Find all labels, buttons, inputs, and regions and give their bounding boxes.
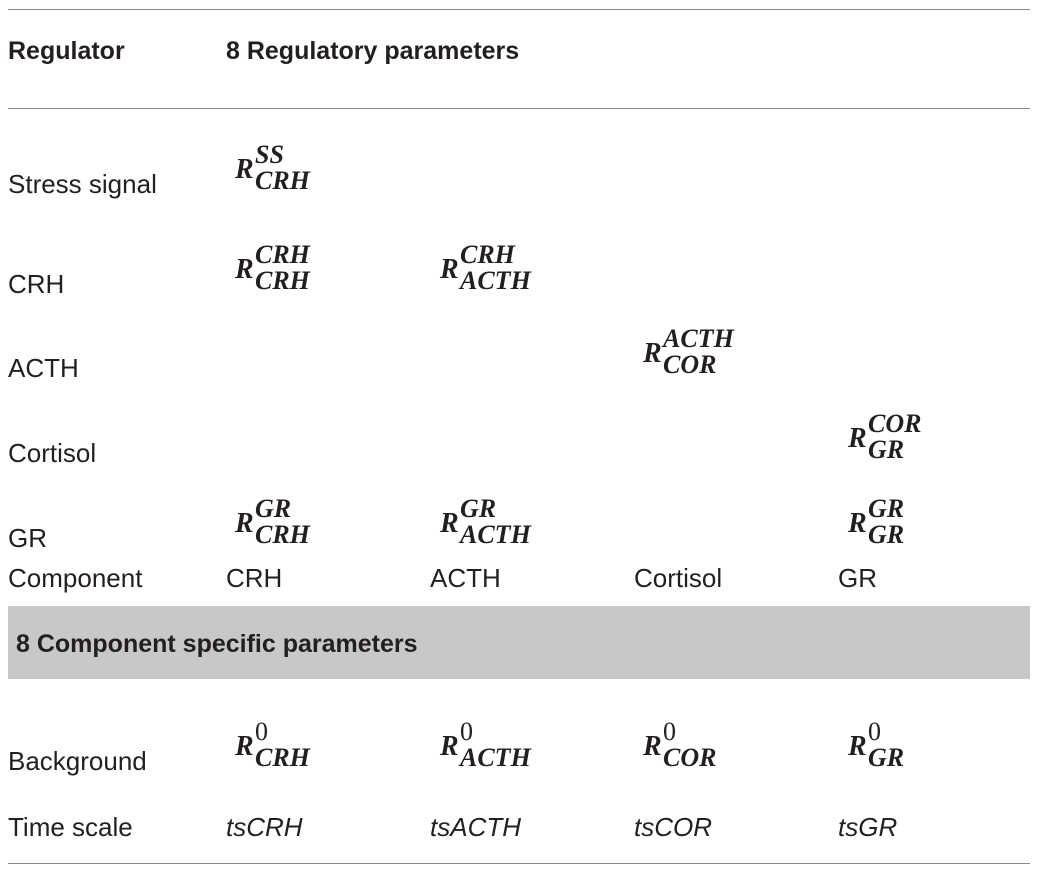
header-regulator: Regulator [8,37,125,65]
param-sub: ACTH [460,743,531,772]
row-label-gr: GR [8,523,47,553]
param-sub: GR [868,435,905,464]
param-base: R [235,254,254,285]
row-label-acth: ACTH [8,353,79,383]
param-sup: GR [868,494,905,523]
timescale-crh: tsCRH [226,812,303,842]
param-base: R [848,508,867,539]
param-sup: GR [255,494,292,523]
param-sup: 0 [255,717,268,746]
component-gr: GR [838,563,877,593]
component-acth: ACTH [430,563,501,593]
row-label-cortisol: Cortisol [8,438,97,468]
param-sup: 0 [868,717,881,746]
param-base: R [643,731,662,762]
param-base: R [440,731,459,762]
param-base: R [235,731,254,762]
param-base: R [848,731,867,762]
param-sub: CRH [255,520,310,549]
param-sub: GR [868,520,905,549]
param-sup: GR [460,494,497,523]
param-base: R [235,508,254,539]
component-cortisol: Cortisol [634,563,723,593]
param-base: R [848,423,867,454]
row-label-stress-signal: Stress signal [8,169,157,199]
param-sup: COR [868,409,922,438]
param-sub: GR [868,743,905,772]
row-label-background: Background [8,746,147,776]
top-rule [8,9,1030,10]
param-sup: SS [255,140,284,169]
param-sub: CRH [255,743,310,772]
param-sub: ACTH [460,520,531,549]
timescale-acth: tsACTH [430,812,521,842]
param-sub: COR [663,350,717,379]
bottom-rule [8,863,1030,864]
param-sub: COR [663,743,717,772]
param-sub: CRH [255,166,310,195]
param-base: R [440,508,459,539]
param-sup: CRH [460,240,515,269]
param-base: R [643,338,662,369]
row-label-component: Component [8,563,143,593]
param-sup: 0 [460,717,473,746]
param-sup: 0 [663,717,676,746]
param-base: R [440,254,459,285]
component-crh: CRH [226,563,283,593]
param-sub: ACTH [460,266,531,295]
timescale-gr: tsGR [838,812,898,842]
section-band [8,606,1030,679]
param-sup: ACTH [663,324,734,353]
row-label-time-scale: Time scale [8,812,133,842]
row-label-crh: CRH [8,269,65,299]
section-title-component-params: 8 Component specific parameters [16,630,418,658]
param-sub: CRH [255,266,310,295]
header-rule [8,108,1030,109]
param-sup: CRH [255,240,310,269]
param-base: R [235,154,254,185]
header-regulatory-parameters: 8 Regulatory parameters [226,37,520,65]
timescale-cor: tsCOR [634,812,712,842]
